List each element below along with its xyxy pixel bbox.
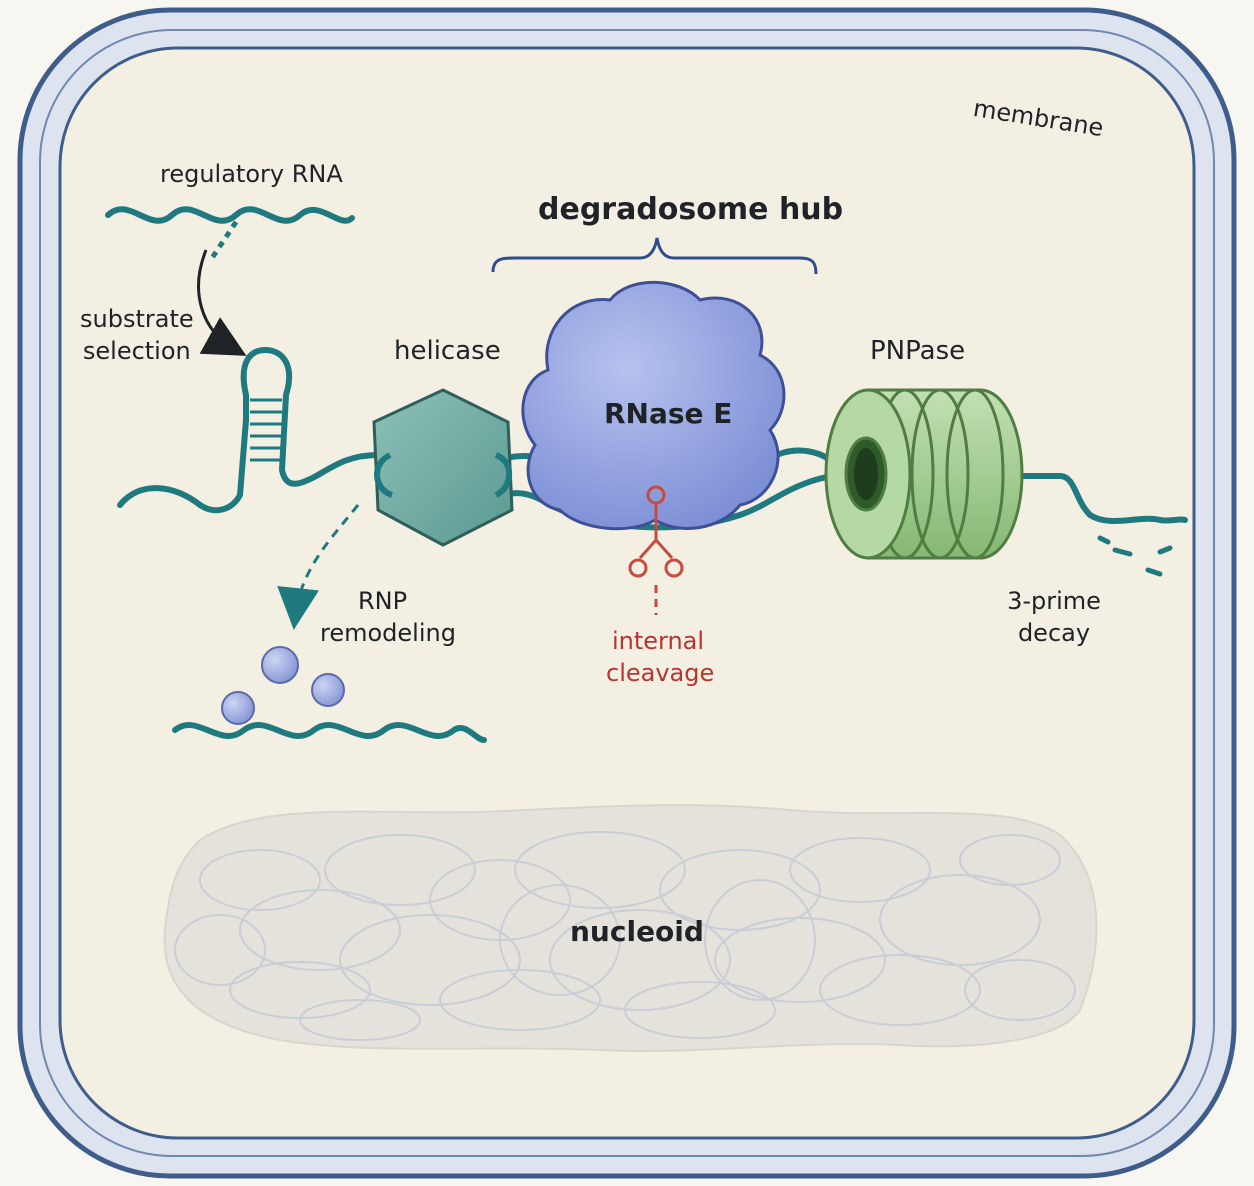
scissors-icon <box>628 485 684 615</box>
nucleoid-region <box>163 804 1098 1053</box>
helicase-label: helicase <box>394 336 501 366</box>
regulatory-rna-label: regulatory RNA <box>160 160 343 188</box>
degradosome-hub-label: degradosome hub <box>538 192 844 227</box>
rnp-remodeling-line-1: RNP <box>357 587 408 615</box>
internal-cleavage-line-2: cleavage <box>606 659 715 687</box>
rnp-remodeling-label: RNP remodeling <box>320 585 456 649</box>
mrna-left-strand <box>117 417 249 514</box>
helicase-protein <box>372 388 514 547</box>
remodeling-arrow <box>277 504 360 630</box>
rnase-e-protein <box>521 280 786 531</box>
three-prime-decay-label: 3-prime decay <box>1004 585 1104 649</box>
hub-bracket <box>491 237 818 275</box>
rnp-remodeling-line-2: remodeling <box>320 619 456 647</box>
internal-cleavage-label: internal cleavage <box>606 625 715 689</box>
substrate-selection-label: substrate selection <box>80 303 194 367</box>
nucleoid-label: nucleoid <box>570 915 704 948</box>
helicase-rna-clamp <box>374 452 513 498</box>
nucleoid-dna-loops <box>174 831 1076 1041</box>
internal-cleavage-line-1: internal <box>611 627 705 655</box>
substrate-selection-line-1: substrate <box>80 305 194 333</box>
hairpin-base-pairs <box>250 398 282 462</box>
released-proteins <box>221 646 345 725</box>
pnpase-label: PNPase <box>870 336 966 366</box>
substrate-selection-line-2: selection <box>82 337 191 365</box>
substrate-selection-arrow <box>197 249 247 356</box>
rnase-e-label: RNase E <box>604 397 733 430</box>
remodeled-rna-strand <box>172 722 487 743</box>
regulatory-rna-pairing <box>209 220 239 260</box>
three-prime-decay-line-1: 3-prime <box>1007 587 1101 615</box>
pnpase-protein <box>824 388 1024 560</box>
decay-fragments <box>1097 535 1173 577</box>
mrna-right-strand <box>887 473 1188 524</box>
membrane-inner-line <box>39 29 1215 1157</box>
three-prime-decay-line-2: decay <box>1017 619 1091 647</box>
mrna-hairpin-loop <box>240 346 381 487</box>
regulatory-rna-strand <box>105 206 355 224</box>
